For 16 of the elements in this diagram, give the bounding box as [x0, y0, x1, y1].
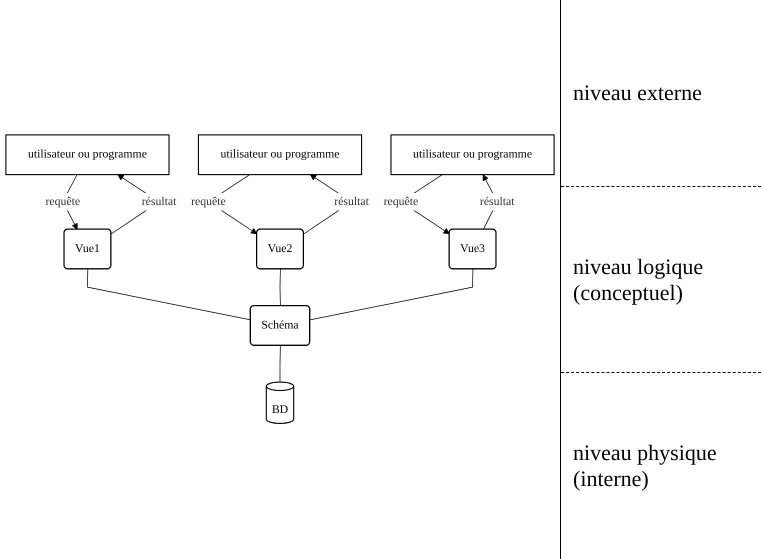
edge-label: résultat — [480, 196, 515, 208]
edge-label: requête — [384, 196, 418, 208]
connector — [280, 346, 281, 383]
edge-label: requête — [45, 196, 80, 208]
node-box: utilisateur ou programme — [198, 134, 362, 176]
connector — [87, 269, 252, 321]
level-label: niveau physique (interne) — [573, 440, 718, 492]
level-label: niveau externe — [573, 80, 702, 106]
edge-label: résultat — [142, 196, 176, 208]
edge-label: requête — [191, 196, 226, 208]
node-box: utilisateur ou programme — [390, 134, 555, 176]
node-box: utilisateur ou programme — [5, 134, 170, 176]
connector — [280, 269, 281, 307]
edge-label: résultat — [334, 196, 369, 208]
connector — [310, 269, 474, 321]
level-label: niveau logique (conceptuel) — [573, 254, 704, 306]
